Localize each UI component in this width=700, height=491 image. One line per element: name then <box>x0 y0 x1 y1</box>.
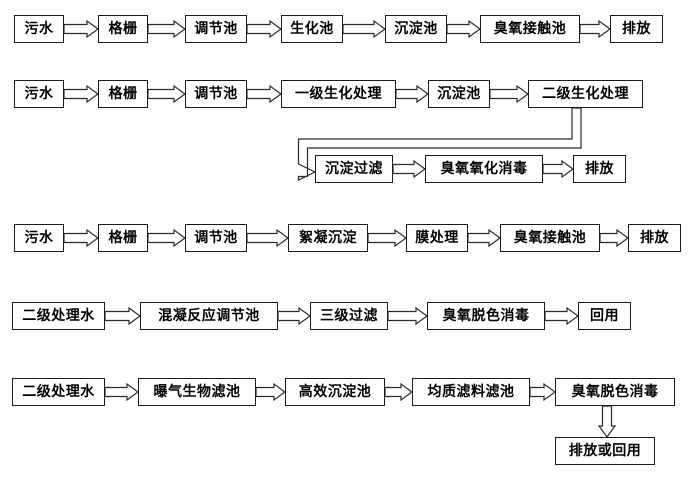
process-node-r1n6: 臭氧接触池 <box>480 15 580 43</box>
process-node-r1n7: 排放 <box>610 15 663 43</box>
connector-r1n6-to-r1n7 <box>579 19 612 39</box>
process-node-r1n4: 生化池 <box>281 15 343 43</box>
process-node-r3n6: 臭氧接触池 <box>500 224 600 252</box>
process-node-label: 高效沉淀池 <box>298 384 372 400</box>
connector-r3n2-to-r3n3 <box>147 228 187 248</box>
process-node-r3n5: 膜处理 <box>406 224 468 252</box>
process-node-r1n3: 调节池 <box>185 15 247 43</box>
connector-r2n1-to-r2n2 <box>63 84 100 104</box>
connector-r1n1-to-r1n2 <box>63 19 100 39</box>
connector-r2n5-to-r2n6 <box>489 84 530 104</box>
process-node-r3n7: 排放 <box>628 224 681 252</box>
connector-r2bn1-to-r2bn2 <box>392 159 427 179</box>
process-node-r4n3: 三级过滤 <box>310 302 388 330</box>
connector-r5n4-to-r5n5 <box>529 382 557 402</box>
process-node-r5n3: 高效沉淀池 <box>285 378 385 406</box>
connector-r5n5-to-r5bn1 <box>597 405 617 439</box>
connector-r1n5-to-r1n6 <box>446 19 482 39</box>
process-node-label: 二级处理水 <box>22 308 95 324</box>
process-node-r2bn2: 臭氧氧化消毒 <box>425 155 543 183</box>
connector-r3n4-to-r3n5 <box>367 228 408 248</box>
process-node-r5n4: 均质滤料滤池 <box>412 378 530 406</box>
connector-r2n4-to-r2n5 <box>395 84 430 104</box>
connector-r5n2-to-r5n3 <box>255 382 287 402</box>
process-node-label: 膜处理 <box>415 230 459 246</box>
process-node-label: 污水 <box>24 230 54 246</box>
process-node-label: 沉淀池 <box>437 86 481 102</box>
connector-r3n3-to-r3n4 <box>246 228 290 248</box>
process-node-r2n5: 沉淀池 <box>428 80 490 108</box>
process-node-r2n4: 一级生化处理 <box>281 80 396 108</box>
connector-r2n2-to-r2n3 <box>147 84 187 104</box>
process-node-label: 格栅 <box>108 21 138 37</box>
process-node-label: 混凝反应调节池 <box>158 308 260 324</box>
connector-r1n4-to-r1n5 <box>342 19 387 39</box>
process-node-label: 臭氧脱色消毒 <box>571 384 659 400</box>
connector-r2n3-to-r2n4 <box>246 84 283 104</box>
connector-r5n3-to-r5n4 <box>384 382 414 402</box>
process-node-r3n1: 污水 <box>14 224 64 252</box>
process-node-label: 格栅 <box>108 230 138 246</box>
process-node-label: 调节池 <box>194 230 238 246</box>
process-node-r4n2: 混凝反应调节池 <box>140 302 278 330</box>
connector-r1n2-to-r1n3 <box>147 19 187 39</box>
process-node-r3n2: 格栅 <box>98 224 148 252</box>
process-node-r2n1: 污水 <box>14 80 64 108</box>
process-node-label: 调节池 <box>194 86 238 102</box>
process-node-r5n2: 曝气生物滤池 <box>138 378 256 406</box>
process-node-label: 二级处理水 <box>22 384 95 400</box>
process-node-label: 沉淀过滤 <box>325 161 383 177</box>
process-node-r4n1: 二级处理水 <box>12 302 105 330</box>
process-node-r1n2: 格栅 <box>98 15 148 43</box>
process-node-r3n3: 调节池 <box>185 224 247 252</box>
connector-r4n2-to-r4n3 <box>277 306 312 326</box>
connector-r4n1-to-r4n2 <box>104 306 142 326</box>
connector-r3n6-to-r3n7 <box>599 228 630 248</box>
process-node-label: 曝气生物滤池 <box>153 384 241 400</box>
connector-r4n4-to-r4n5 <box>544 306 580 326</box>
process-node-label: 调节池 <box>194 21 238 37</box>
process-node-label: 污水 <box>24 21 54 37</box>
process-node-r4n4: 臭氧脱色消毒 <box>427 302 545 330</box>
process-node-label: 三级过滤 <box>320 308 378 324</box>
process-node-label: 生化池 <box>290 21 334 37</box>
process-node-label: 回用 <box>590 308 619 324</box>
process-node-r5bn1: 排放或回用 <box>555 437 655 465</box>
process-node-r4n5: 回用 <box>578 302 631 330</box>
process-node-r1n1: 污水 <box>14 15 64 43</box>
process-node-label: 排放 <box>585 161 614 177</box>
connector-r2bn2-to-r2bn3 <box>542 159 575 179</box>
process-node-label: 二级生化处理 <box>542 86 629 102</box>
process-node-r5n1: 二级处理水 <box>12 378 105 406</box>
process-node-label: 污水 <box>24 86 54 102</box>
process-node-label: 排放 <box>640 230 669 246</box>
process-node-r3n4: 絮凝沉淀 <box>288 224 368 252</box>
process-node-r2bn1: 沉淀过滤 <box>315 155 393 183</box>
connector-r3n5-to-r3n6 <box>467 228 502 248</box>
process-node-label: 一级生化处理 <box>295 86 382 102</box>
process-node-r2bn3: 排放 <box>573 155 626 183</box>
process-node-label: 臭氧接触池 <box>493 21 567 37</box>
process-node-r2n6: 二级生化处理 <box>528 80 643 108</box>
process-node-label: 均质滤料滤池 <box>427 384 515 400</box>
connector-r1n3-to-r1n4 <box>246 19 283 39</box>
process-node-label: 格栅 <box>108 86 138 102</box>
process-node-r5n5: 臭氧脱色消毒 <box>555 378 675 406</box>
connector-r3n1-to-r3n2 <box>63 228 100 248</box>
process-node-r1n5: 沉淀池 <box>385 15 447 43</box>
process-node-label: 臭氧脱色消毒 <box>442 308 530 324</box>
connector-r5n1-to-r5n2 <box>104 382 140 402</box>
process-node-label: 臭氧氧化消毒 <box>440 161 528 177</box>
process-node-label: 臭氧接触池 <box>513 230 587 246</box>
process-node-label: 沉淀池 <box>394 21 438 37</box>
connector-r4n3-to-r4n4 <box>387 306 429 326</box>
process-node-label: 排放或回用 <box>568 443 642 459</box>
process-node-r2n3: 调节池 <box>185 80 247 108</box>
process-node-label: 排放 <box>622 21 651 37</box>
process-node-label: 絮凝沉淀 <box>299 230 357 246</box>
process-node-r2n2: 格栅 <box>98 80 148 108</box>
